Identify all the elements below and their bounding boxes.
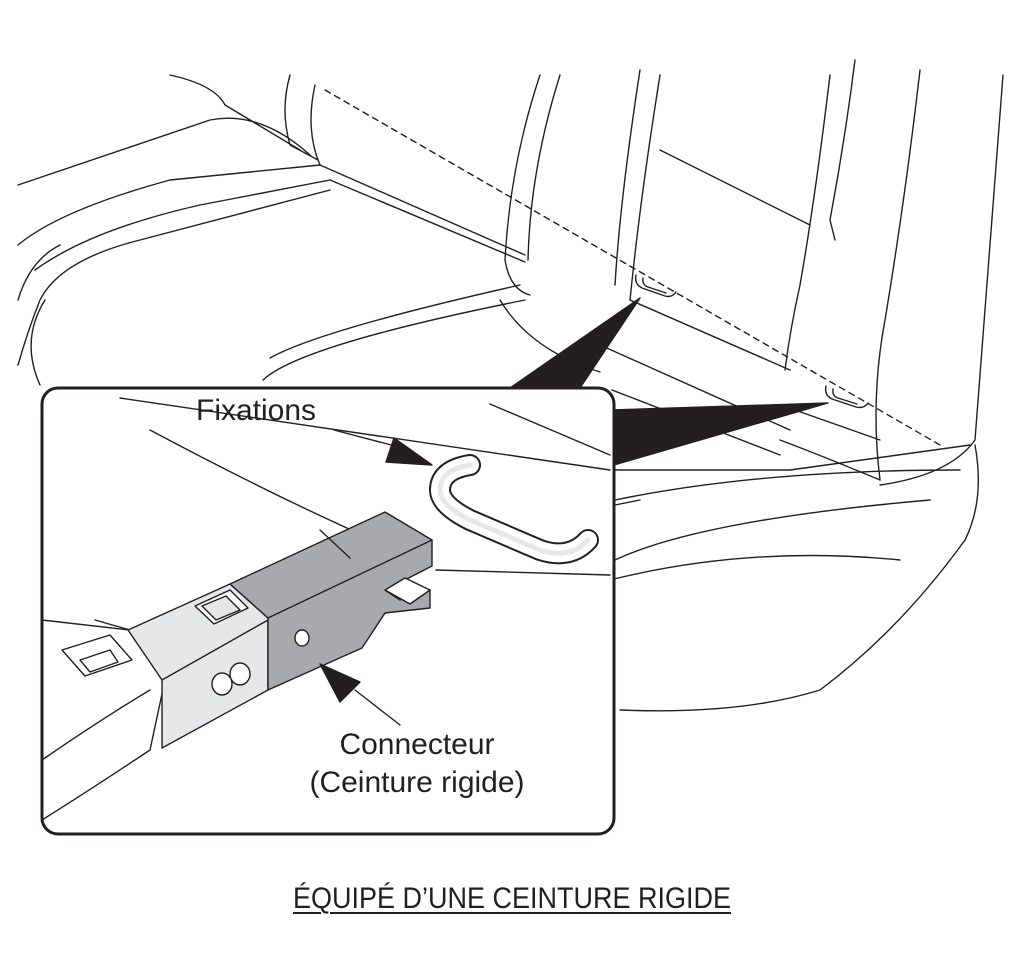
connector-label: Connecteur (Ceinture rigide) bbox=[290, 726, 544, 802]
connector-gray-body bbox=[230, 512, 432, 690]
connector-label-line1: Connecteur bbox=[339, 728, 495, 761]
rear-seat-illustration bbox=[18, 60, 1003, 711]
connector-leader-line bbox=[355, 690, 400, 725]
callout-wedge-right bbox=[612, 403, 828, 465]
fixations-label: Fixations bbox=[196, 394, 317, 427]
connector-arrowhead bbox=[320, 664, 360, 702]
connector-label-line2: (Ceinture rigide) bbox=[309, 766, 525, 799]
inset-content bbox=[42, 398, 610, 820]
anchor-hook-left bbox=[636, 275, 676, 297]
anchor-hook-right bbox=[826, 386, 868, 408]
fixations-arrowhead bbox=[386, 438, 432, 465]
fixations-leader-line bbox=[334, 430, 395, 446]
caption-text: ÉQUIPÉ D’UNE CEINTURE RIGIDE bbox=[292, 882, 732, 915]
figure-caption: ÉQUIPÉ D’UNE CEINTURE RIGIDE bbox=[51, 882, 973, 916]
callout-wedge-left bbox=[510, 298, 640, 388]
